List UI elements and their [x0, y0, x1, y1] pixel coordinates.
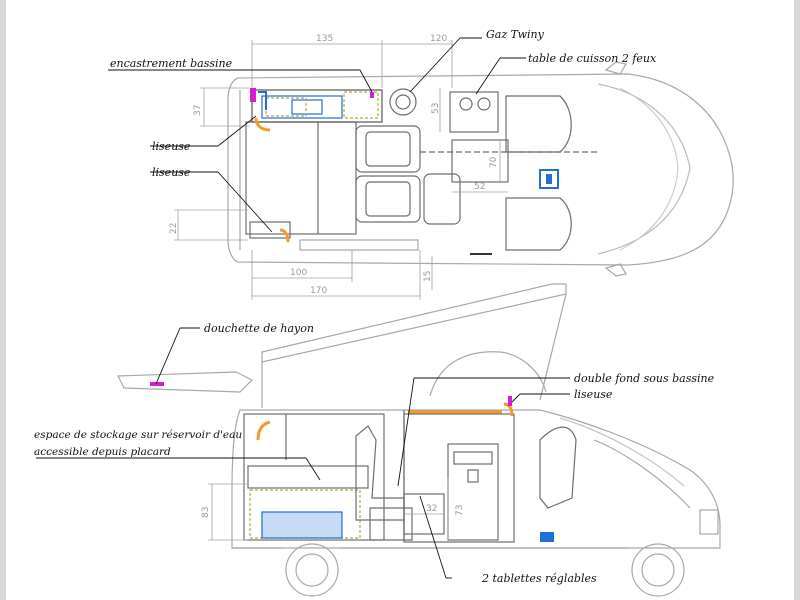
side-view-dimension-values: 83 32 73 [201, 504, 465, 518]
label-encastrement-bassine: encastrement bassine [110, 57, 233, 70]
dim-100: 100 [290, 268, 307, 278]
label-double-fond: double fond sous bassine [574, 372, 715, 385]
side-view-colored-elements [150, 382, 554, 542]
dim-170: 170 [310, 286, 327, 296]
label-espace-stockage: espace de stockage sur réservoir d'eau [34, 429, 242, 441]
top-view-dimension-lines [174, 40, 508, 300]
left-page-border [0, 0, 6, 600]
side-view-furniture [243, 410, 577, 543]
label-tablettes-reglables: 2 tablettes réglables [481, 572, 597, 585]
label-gaz-twiny: Gaz Twiny [486, 28, 545, 41]
label-liseuse-3: liseuse [574, 388, 613, 401]
side-view-van [117, 283, 721, 597]
side-view-labels: douchette de hayon double fond sous bass… [34, 322, 715, 585]
dim-52: 52 [474, 182, 485, 192]
dim-73: 73 [455, 505, 465, 516]
dim-70: 70 [489, 156, 499, 168]
right-page-border [794, 0, 800, 600]
top-view-dimension-values: 135 120 37 53 70 52 22 100 170 15 [169, 34, 499, 296]
label-liseuse-2: liseuse [152, 166, 191, 179]
dim-120: 120 [430, 34, 447, 44]
dim-83: 83 [201, 507, 211, 518]
top-view-labels: encastrement bassine Gaz Twiny table de … [110, 28, 657, 179]
label-table-cuisson: table de cuisson 2 feux [528, 52, 657, 65]
label-liseuse-1: liseuse [152, 140, 191, 153]
dim-135: 135 [316, 34, 333, 44]
dim-15: 15 [423, 271, 433, 282]
side-view-dimension-lines [208, 478, 449, 541]
label-accessible-placard: accessible depuis placard [34, 446, 171, 458]
dim-22: 22 [169, 223, 179, 234]
top-view-leader-lines [108, 37, 526, 233]
top-view-colored-elements [250, 88, 559, 243]
top-view-van [227, 61, 734, 277]
label-douchette-hayon: douchette de hayon [204, 322, 314, 335]
dim-37: 37 [193, 105, 203, 116]
top-view-furniture [245, 88, 600, 251]
side-view-leader-lines [36, 327, 570, 579]
dim-53: 53 [431, 103, 441, 114]
dim-32: 32 [426, 504, 437, 514]
